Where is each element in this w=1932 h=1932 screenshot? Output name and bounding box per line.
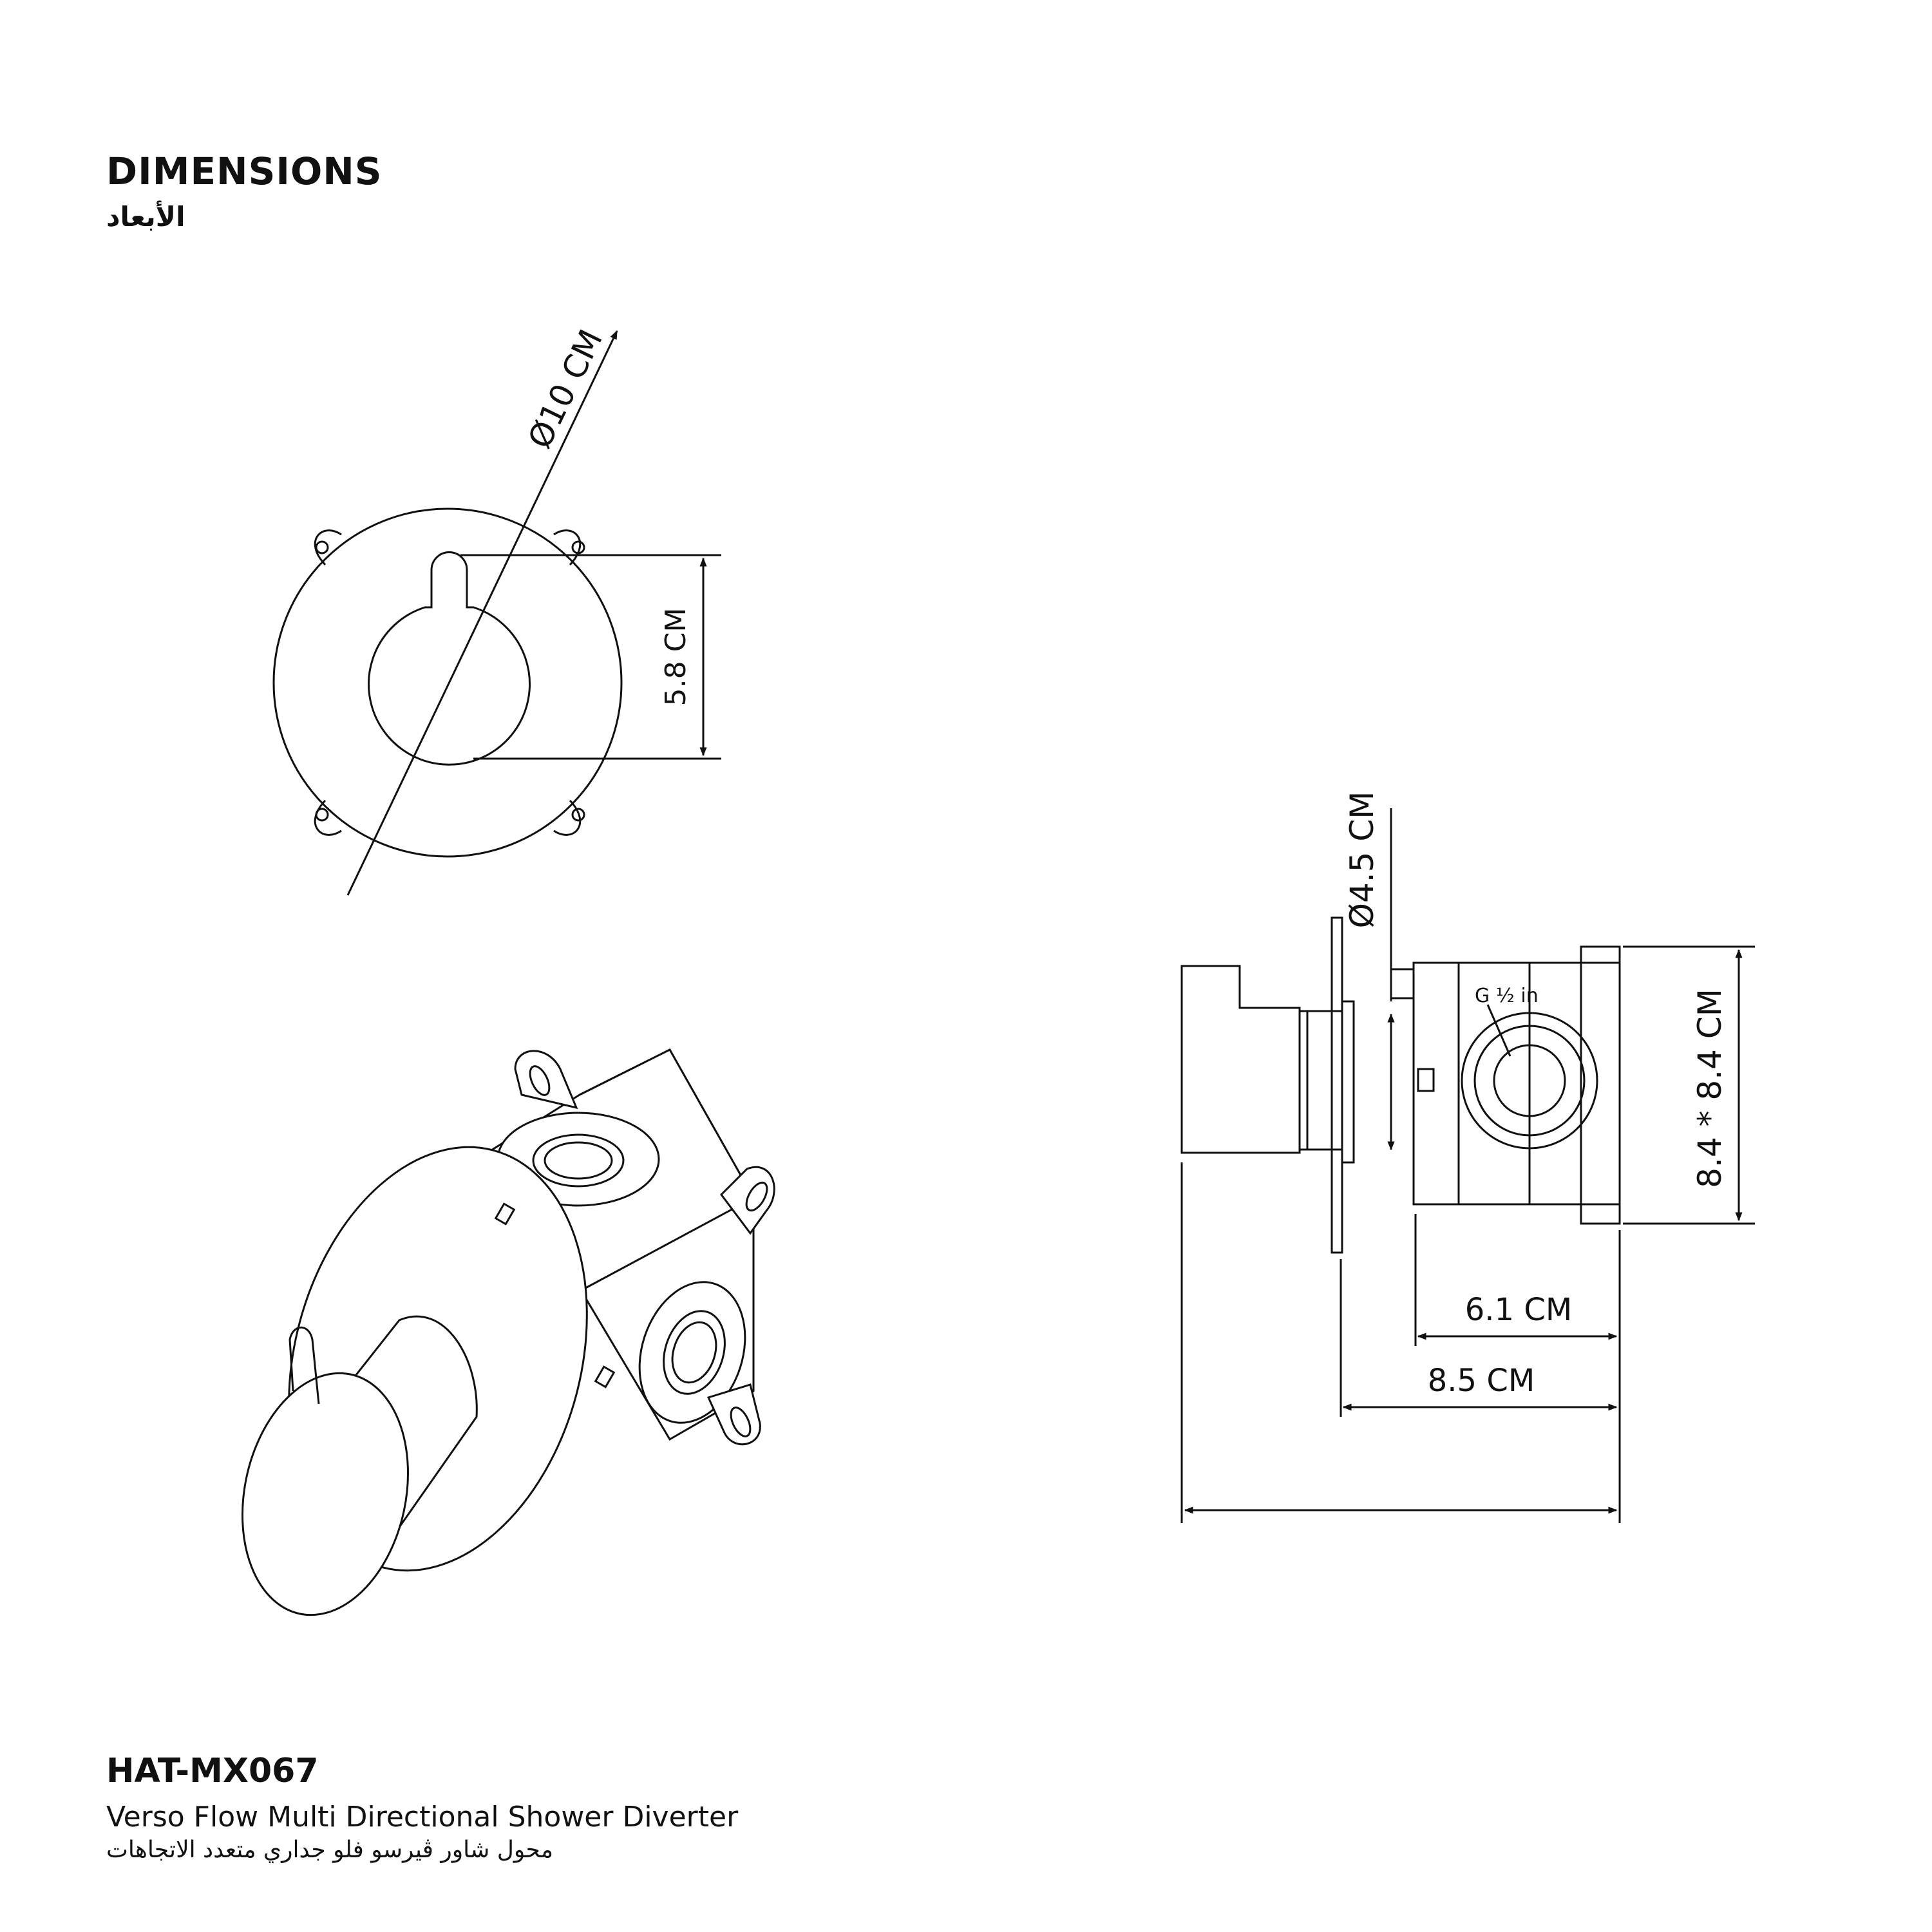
handle-height-label: 5.8 CM [659, 608, 692, 706]
iso-clip-1 [494, 1202, 516, 1226]
front-view [272, 330, 721, 896]
side-port-mid-ring [1473, 1025, 1586, 1137]
side-face-plate [1331, 916, 1343, 1254]
sheet-title: DIMENSIONS [106, 149, 383, 193]
side-body-flange [1580, 945, 1621, 1225]
sheet-subtitle-arabic: الأبعاد [106, 201, 185, 232]
product-code: HAT-MX067 [106, 1752, 319, 1790]
top-port-thread [544, 1141, 613, 1180]
side-port-outer-ring [1461, 1012, 1598, 1150]
iso-handle-nub [289, 1326, 320, 1405]
lug-top-left-slot [529, 1065, 551, 1096]
side-port-thread [671, 1321, 717, 1384]
thread-label: G ½ in [1475, 985, 1539, 1007]
lug-right-slot [745, 1181, 768, 1212]
product-name-arabic: محول شاور ڤيرسو فلو جداري متعدد الاتجاها… [106, 1837, 554, 1863]
handle-outline [368, 551, 531, 766]
mounting-tab-top-left [314, 529, 342, 566]
product-name: Verso Flow Multi Directional Shower Dive… [106, 1801, 739, 1833]
iso-handle-cap [242, 1372, 409, 1616]
thread-leader [1486, 1004, 1511, 1057]
side-port-inner-ring [1493, 1044, 1566, 1117]
overall-depth-label: 8.5 CM [1428, 1363, 1535, 1399]
body-size-label: 8.4 * 8.4 CM [1691, 989, 1728, 1188]
side-body-clip [1417, 1068, 1435, 1092]
iso-clip-2 [594, 1365, 616, 1388]
face-diameter-leader [346, 330, 618, 896]
mounting-tab-bottom-right [553, 799, 585, 836]
lug-bottom-right-slot [730, 1406, 752, 1437]
side-plate-boss [1341, 1000, 1355, 1164]
side-view [1180, 808, 1755, 1523]
body-depth-label: 6.1 CM [1465, 1292, 1573, 1328]
face-diameter-label: Ø10 CM [521, 324, 610, 454]
side-handle [1180, 965, 1301, 1154]
handle-diameter-label: Ø4.5 CM [1343, 791, 1381, 929]
face-plate-circle [272, 507, 623, 858]
isometric-view [242, 1048, 775, 1616]
side-body-stub [1390, 968, 1415, 999]
mounting-tab-top-right [553, 529, 585, 566]
mounting-tab-bottom-left [314, 799, 342, 836]
